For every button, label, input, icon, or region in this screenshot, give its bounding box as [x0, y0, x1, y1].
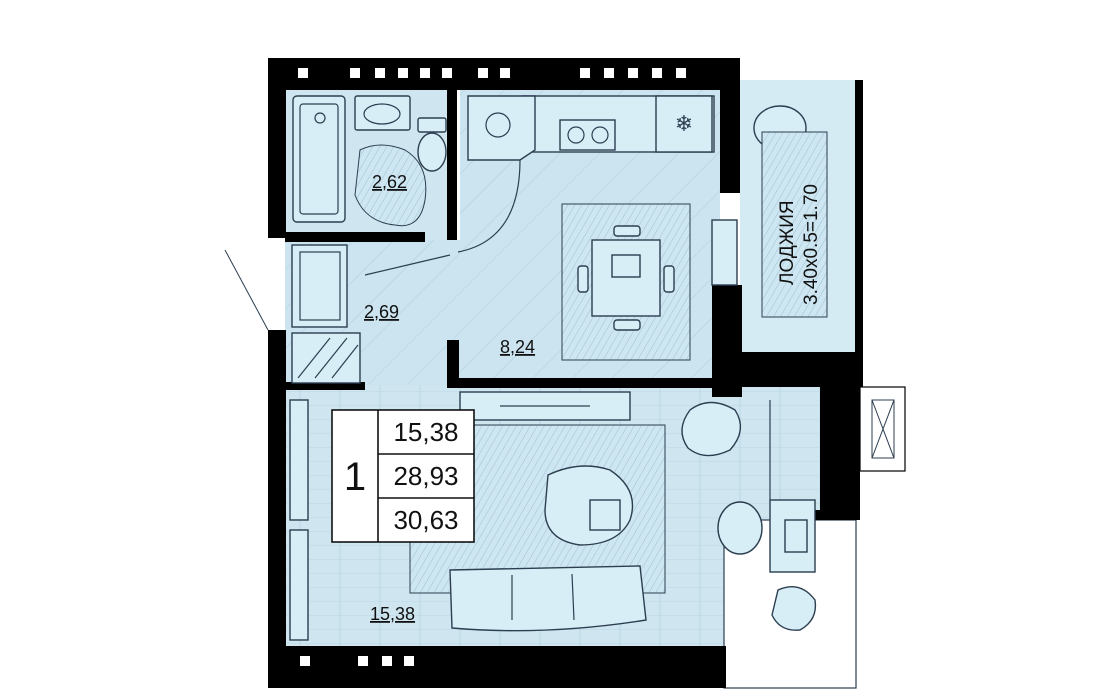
- summary-total-with-loggia: 30,63: [393, 505, 458, 535]
- area-summary-table: 1 15,38 28,93 30,63: [331, 409, 475, 543]
- bathroom-fixtures: [292, 95, 447, 227]
- bathroom-area-label: 2,62: [372, 172, 407, 192]
- hall-area-label: 2,69: [364, 302, 399, 322]
- entrance-door: [291, 332, 361, 384]
- kitchen-area-label: 8,24: [500, 337, 535, 357]
- svg-text:❄: ❄: [675, 112, 693, 137]
- entrance-swing-line: [224, 249, 269, 331]
- hall-fixtures: [224, 244, 361, 384]
- bath-rug-icon: [354, 144, 427, 227]
- fridge-icon: [655, 95, 713, 153]
- loggia: [711, 105, 828, 318]
- room-labels: 2,62 2,69 8,24 15,38 ЛОДЖИЯ 3.40x0.5=1.7…: [364, 172, 822, 624]
- sink-icon: [354, 95, 411, 131]
- loggia-label: ЛОДЖИЯ: [777, 200, 798, 285]
- dining-table-icon: [591, 239, 661, 317]
- stove-icon: [559, 119, 616, 151]
- radiator: [289, 399, 309, 521]
- living-area-label: 15,38: [370, 604, 415, 624]
- loggia-dims-label: 3.40x0.5=1.70: [801, 184, 822, 305]
- wardrobe-icon: [291, 244, 348, 328]
- desk-chair-icon: [717, 501, 763, 555]
- summary-total-area: 28,93: [393, 461, 458, 491]
- plant-icon: [681, 401, 742, 457]
- corner-sink-icon: [467, 95, 536, 161]
- kitchen-fixtures: ❄: [364, 95, 715, 361]
- plant2-icon: [771, 586, 817, 631]
- loggia-rug: [761, 131, 828, 318]
- rooms-count: 1: [344, 455, 366, 499]
- kitchen-door-arc: [457, 159, 521, 253]
- side-window: [859, 386, 906, 472]
- sofa-icon: [449, 565, 647, 632]
- bathtub-icon: [292, 95, 346, 223]
- window-marks: [298, 68, 686, 666]
- summary-living-area: 15,38: [393, 417, 458, 447]
- toilet-icon: [417, 132, 447, 172]
